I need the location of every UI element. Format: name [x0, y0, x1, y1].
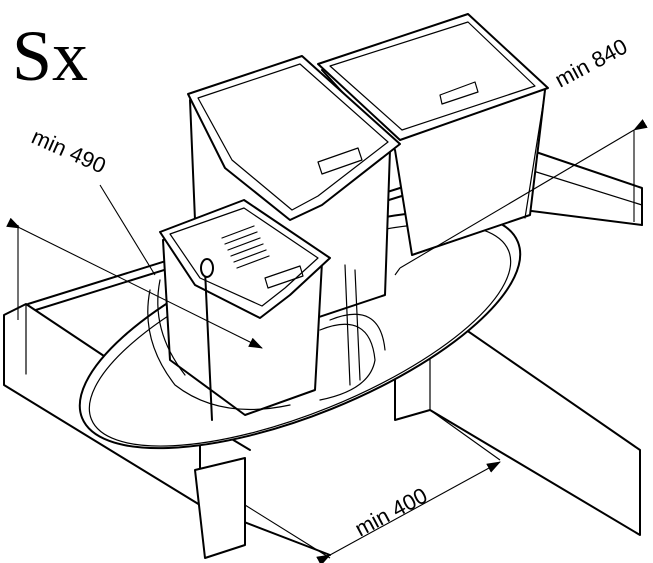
lid-handle — [264, 265, 304, 289]
lid-handle — [439, 81, 479, 105]
depth-label: min 490 — [28, 124, 110, 179]
front-panel — [194, 457, 246, 559]
lid — [317, 13, 549, 141]
lid-handle — [317, 147, 363, 175]
width-label: min 400 — [351, 483, 432, 542]
dimension-width: min 400 — [244, 409, 501, 563]
bin-back-right — [317, 13, 549, 256]
lid — [187, 55, 401, 221]
height-label: min 840 — [551, 34, 632, 93]
title-text: Sx — [12, 16, 88, 96]
